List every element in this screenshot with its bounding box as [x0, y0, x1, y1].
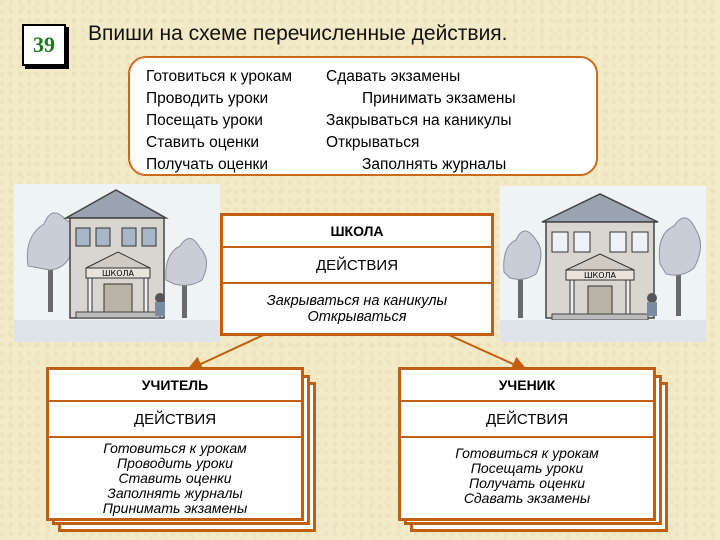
- svg-text:ШКОЛА: ШКОЛА: [102, 269, 135, 278]
- arrow-to-student: [439, 330, 528, 372]
- word-item: Посещать уроки: [146, 112, 263, 129]
- teacher-card-subtitle: ДЕЙСТВИЯ: [49, 402, 301, 438]
- word-bank: Готовиться к урокам Сдавать экзамены Про…: [128, 56, 598, 176]
- task-number: 39: [33, 32, 55, 57]
- school-card-subtitle: ДЕЙСТВИЯ: [223, 248, 491, 284]
- word-item: Проводить уроки: [146, 90, 269, 107]
- school-building-left-illustration: ШКОЛА: [14, 184, 220, 342]
- list-item: Закрываться на каникулы: [266, 292, 448, 309]
- task-number-badge: 39: [22, 24, 66, 66]
- teacher-card-title: УЧИТЕЛЬ: [49, 370, 301, 402]
- student-actions-list: Готовиться к урокам Посещать уроки Получ…: [401, 438, 653, 518]
- list-item: Готовиться к урокам: [103, 439, 247, 456]
- list-item: Посещать уроки: [470, 460, 584, 476]
- tree-icon: [26, 212, 76, 312]
- list-item: Открываться: [307, 308, 407, 325]
- student-card-subtitle: ДЕЙСТВИЯ: [401, 402, 653, 438]
- student-card-title: УЧЕНИК: [401, 370, 653, 402]
- list-item: Заполнять журналы: [107, 484, 243, 501]
- task-title: Впиши на схеме перечисленные действия.: [88, 22, 508, 45]
- arrow-to-teacher: [186, 330, 273, 372]
- list-item: Принимать экзамены: [102, 499, 248, 516]
- list-item: Готовиться к урокам: [455, 445, 599, 461]
- tree-icon: [658, 217, 701, 316]
- list-item: Ставить оценки: [118, 469, 232, 486]
- word-item: Принимать экзамены: [362, 90, 516, 107]
- school-building-right-illustration: ШКОЛА: [500, 186, 706, 342]
- tree-icon: [165, 238, 207, 318]
- word-item: Ставить оценки: [146, 134, 260, 151]
- word-item: Готовиться к урокам: [146, 68, 293, 85]
- school-actions-list: Закрываться на каникулы Открываться: [223, 284, 491, 333]
- word-item: Сдавать экзамены: [326, 68, 461, 85]
- svg-text:ШКОЛА: ШКОЛА: [584, 271, 617, 280]
- word-item: Закрываться на каникулы: [326, 112, 512, 129]
- word-item: Открываться: [326, 134, 420, 151]
- list-item: Сдавать экзамены: [463, 490, 591, 506]
- list-item: Проводить уроки: [117, 454, 233, 471]
- school-card-title: ШКОЛА: [223, 216, 491, 248]
- teacher-actions-list: Готовиться к урокам Проводить уроки Став…: [49, 438, 301, 518]
- tree-icon: [503, 230, 542, 318]
- school-card: ШКОЛА ДЕЙСТВИЯ Закрываться на каникулы О…: [220, 213, 494, 336]
- list-item: Получать оценки: [469, 475, 585, 491]
- student-card: УЧЕНИК ДЕЙСТВИЯ Готовиться к урокам Посе…: [398, 367, 656, 521]
- word-item: Заполнять журналы: [362, 156, 507, 173]
- teacher-card: УЧИТЕЛЬ ДЕЙСТВИЯ Готовиться к урокам Про…: [46, 367, 304, 521]
- word-item: Получать оценки: [146, 156, 268, 173]
